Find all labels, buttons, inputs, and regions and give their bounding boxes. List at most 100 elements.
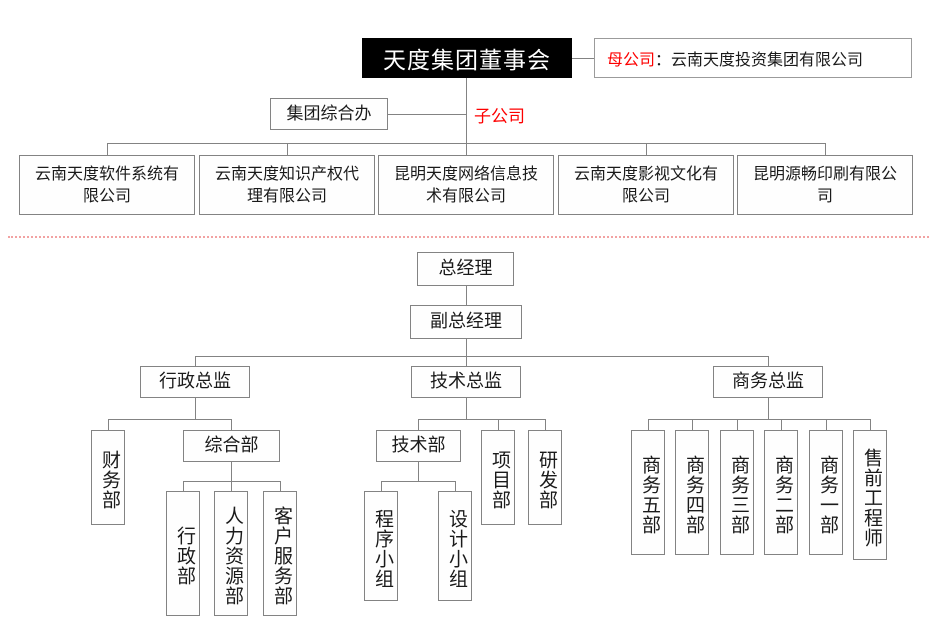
business-drop-5	[826, 419, 827, 430]
subsidiary-tag-label: 子公司	[474, 100, 564, 128]
deputy-general-manager-box: 副总经理	[410, 305, 522, 339]
business-drop-3	[737, 419, 738, 430]
board-of-directors-box: 天度集团董事会	[362, 38, 572, 78]
business-unit-box-5: 商务一部	[809, 430, 843, 555]
parent-company-tag: 母公司	[607, 50, 656, 69]
group-office-label: 集团综合办	[286, 103, 372, 124]
tech-drop-dept	[418, 419, 419, 430]
director-bus-line	[195, 356, 769, 357]
business-drop-2	[692, 419, 693, 430]
admin-bus-line	[108, 419, 232, 420]
admin-sub-label-1: 行政部	[174, 526, 196, 586]
trunk-dgm-down	[466, 339, 467, 356]
trunk-board-down	[466, 78, 467, 143]
tech-drop-rd	[545, 419, 546, 430]
rd-dept-label: 研发部	[536, 450, 558, 510]
deputy-general-manager-label: 副总经理	[430, 310, 502, 332]
subsidiary-drop-5	[825, 143, 826, 155]
trunk-business-down	[768, 398, 769, 419]
admin-sub-box-3: 客户服务部	[263, 491, 297, 616]
admin-sub-label-2: 人力资源部	[222, 506, 244, 606]
subsidiary-drop-4	[646, 143, 647, 155]
tech-sub-label-1: 程序小组	[372, 508, 394, 589]
general-manager-label: 总经理	[438, 257, 493, 279]
admin-sub-box-1: 行政部	[166, 491, 200, 616]
director-box-tech: 技术总监	[411, 366, 521, 398]
trunk-tech-down	[466, 398, 467, 419]
finance-dept-box: 财务部	[91, 430, 125, 525]
tech-drop-project	[498, 419, 499, 430]
subsidiary-drop-2	[287, 143, 288, 155]
trunk-tech-dept-down	[418, 462, 419, 481]
business-unit-label-3: 商务三部	[728, 455, 750, 535]
director-drop-2	[466, 356, 467, 366]
director-label-tech: 技术总监	[430, 370, 502, 392]
subsidiary-label-5: 昆明源畅印刷有限公司	[752, 164, 897, 205]
connector-board-to-parent	[572, 58, 594, 59]
director-box-admin: 行政总监	[140, 366, 250, 398]
parent-company-separator: ：	[655, 50, 672, 69]
board-of-directors-label: 天度集团董事会	[383, 48, 551, 74]
business-unit-box-4: 商务二部	[764, 430, 798, 555]
connector-group-office-to-trunk	[388, 114, 466, 115]
connector-gm-to-dgm	[466, 286, 467, 305]
tech-dept-drop-1	[381, 481, 382, 491]
business-unit-box-1: 商务五部	[631, 430, 665, 555]
admin-sub-label-3: 客户服务部	[271, 506, 293, 606]
project-dept-label: 项目部	[489, 450, 511, 510]
tech-sub-label-2: 设计小组	[446, 508, 468, 589]
director-box-business: 商务总监	[713, 366, 823, 398]
director-drop-1	[195, 356, 196, 366]
subsidiary-box-3: 昆明天度网络信息技术有限公司	[378, 155, 554, 215]
director-label-admin: 行政总监	[159, 370, 231, 392]
director-drop-3	[768, 356, 769, 366]
admin-drop-finance	[108, 419, 109, 430]
tech-bus-line	[418, 419, 545, 420]
subsidiary-box-5: 昆明源畅印刷有限公司	[737, 155, 913, 215]
subsidiary-tag-text: 子公司	[474, 106, 525, 127]
business-unit-label-2: 商务四部	[683, 455, 705, 535]
subsidiary-label-4: 云南天度影视文化有限公司	[573, 164, 718, 205]
tech-sub-box-2: 设计小组	[438, 491, 472, 601]
general-dept-drop-2	[231, 481, 232, 491]
admin-sub-box-2: 人力资源部	[214, 491, 248, 616]
business-drop-4	[781, 419, 782, 430]
subsidiary-box-4: 云南天度影视文化有限公司	[558, 155, 734, 215]
admin-drop-general	[231, 419, 232, 430]
subsidiary-box-2: 云南天度知识产权代理有限公司	[199, 155, 375, 215]
general-dept-box: 综合部	[183, 430, 280, 462]
rd-dept-box: 研发部	[528, 430, 562, 525]
tech-dept-label: 技术部	[391, 434, 446, 456]
business-drop-1	[648, 419, 649, 430]
section-divider	[8, 236, 929, 238]
parent-company-note: 母公司：云南天度投资集团有限公司	[594, 38, 912, 78]
presales-engineer-box: 售前工程师	[853, 430, 887, 560]
business-unit-label-5: 商务一部	[817, 455, 839, 535]
general-dept-label: 综合部	[204, 434, 259, 456]
subsidiary-label-1: 云南天度软件系统有限公司	[34, 164, 179, 205]
business-unit-box-3: 商务三部	[720, 430, 754, 555]
business-unit-label-4: 商务二部	[772, 455, 794, 535]
director-label-business: 商务总监	[732, 370, 804, 392]
general-dept-drop-3	[280, 481, 281, 491]
subsidiary-box-1: 云南天度软件系统有限公司	[19, 155, 195, 215]
group-office-box: 集团综合办	[270, 98, 388, 130]
business-unit-box-2: 商务四部	[675, 430, 709, 555]
finance-dept-label: 财务部	[99, 450, 121, 510]
business-bus-line	[648, 419, 871, 420]
subsidiary-drop-1	[107, 143, 108, 155]
tech-dept-drop-2	[455, 481, 456, 491]
subsidiary-label-2: 云南天度知识产权代理有限公司	[214, 164, 359, 205]
tech-sub-box-1: 程序小组	[364, 491, 398, 601]
business-drop-6	[870, 419, 871, 430]
subsidiary-label-3: 昆明天度网络信息技术有限公司	[393, 164, 538, 205]
parent-company-value: 云南天度投资集团有限公司	[671, 50, 864, 69]
project-dept-box: 项目部	[481, 430, 515, 525]
trunk-general-dept-down	[231, 462, 232, 481]
subsidiary-drop-3	[466, 143, 467, 155]
business-unit-label-1: 商务五部	[639, 455, 661, 535]
tech-dept-box: 技术部	[376, 430, 461, 462]
trunk-admin-down	[195, 398, 196, 419]
presales-engineer-label: 售前工程师	[861, 447, 883, 548]
